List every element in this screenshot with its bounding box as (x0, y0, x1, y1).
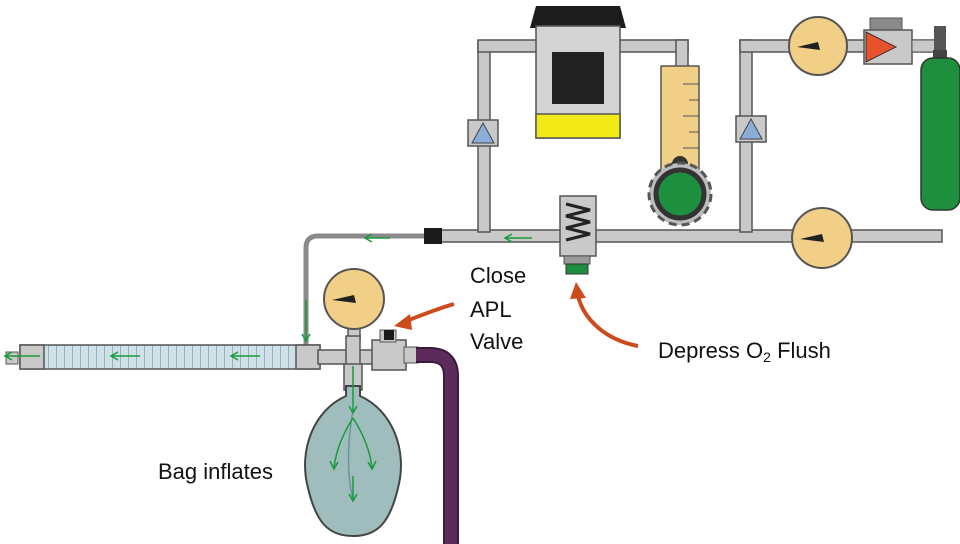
oxygen-flush-valve-icon (559, 195, 597, 275)
fresh-gas-hose (303, 233, 428, 350)
pressure-regulator-icon (863, 17, 937, 65)
flow-control-knob (647, 161, 713, 227)
apl-label-line-2: APL (470, 297, 512, 322)
apl-callout-arrow (394, 302, 455, 330)
check-valve-icon (735, 115, 767, 143)
reservoir-bag-icon (304, 385, 402, 538)
vaporizer-icon (530, 6, 626, 139)
bag-inflates-label: Bag inflates (158, 459, 273, 484)
oxygen-cylinder-icon (920, 26, 960, 211)
common-gas-outlet (424, 228, 442, 244)
pressure-gauge-icon (788, 16, 848, 76)
apl-label-line-1: Close (470, 263, 527, 288)
apl-valve-icon (371, 329, 419, 371)
corrugated-breathing-tube (5, 344, 321, 370)
flush-callout-arrow (570, 282, 639, 348)
o2-flush-label: Depress O2 Flush (658, 338, 831, 365)
circuit-junction (317, 335, 375, 391)
apl-label-line-3: Valve (470, 329, 524, 354)
pressure-gauge-icon (323, 268, 385, 341)
pressure-gauge-icon (791, 207, 853, 269)
flowmeter-icon (660, 65, 700, 172)
check-valve-icon (467, 119, 499, 147)
gas-flow-arrows (3, 233, 532, 503)
